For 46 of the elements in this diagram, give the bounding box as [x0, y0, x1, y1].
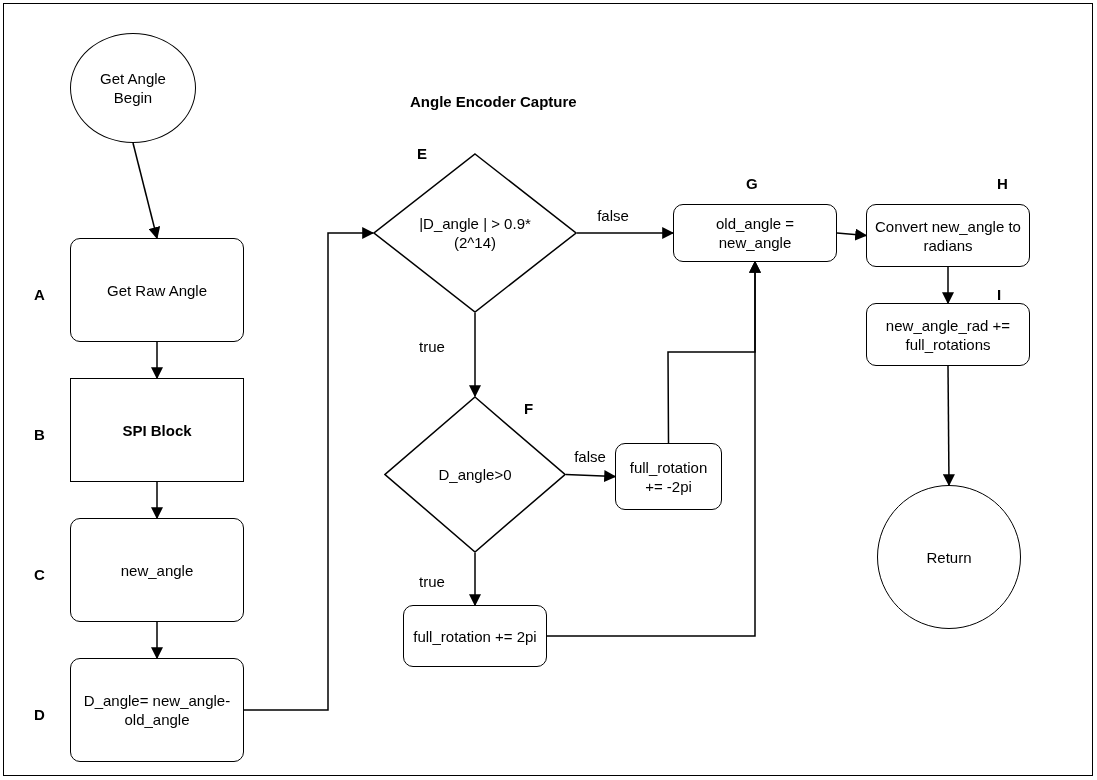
process-box: [866, 204, 1030, 267]
arrow: [469, 552, 481, 607]
step-letter: A: [34, 286, 45, 304]
arrow: [942, 266, 954, 305]
node-text: new_angle_rad += full_rotations: [884, 315, 1012, 354]
node-text: Convert new_angle to radians: [874, 216, 1022, 255]
step-letter: E: [417, 145, 427, 163]
step-letter: G: [746, 175, 758, 193]
process-box: [70, 378, 244, 482]
process-box: [673, 204, 837, 262]
step-letter: F: [524, 400, 534, 418]
process-box: [70, 658, 244, 762]
arrow: [151, 481, 163, 520]
step-letter: D: [34, 706, 45, 724]
step-letter: I: [997, 286, 1002, 304]
step-letter: B: [34, 426, 45, 444]
node-text: full_rotation += -2pi: [628, 457, 709, 496]
node-text: Get Raw Angle: [105, 280, 209, 300]
process-box: [70, 518, 244, 622]
process-box: [70, 238, 244, 342]
node-text: Get Angle Begin: [99, 69, 167, 107]
node-text: |D_angle | > 0.9*(2^14): [418, 214, 532, 252]
node-text: new_angle: [119, 560, 195, 580]
node-text: old_angle = new_angle: [715, 214, 795, 252]
arrow: [132, 142, 161, 240]
diagram-title: Angle Encoder Capture: [410, 92, 577, 112]
step-letter: H: [997, 175, 1008, 193]
arrow: [151, 341, 163, 380]
process-box: [615, 443, 722, 510]
arrow: [469, 312, 481, 398]
arrow: [243, 227, 375, 711]
node-text: SPI Block: [121, 420, 193, 440]
step-letter: C: [34, 566, 45, 584]
node-text: full_rotation += 2pi: [412, 626, 538, 646]
node-text: Return: [925, 547, 973, 567]
node-text: D_angle>0: [438, 465, 512, 484]
process-box: [403, 605, 547, 667]
node-text: D_angle= new_angle-old_angle: [82, 691, 232, 729]
arrow: [546, 260, 761, 637]
arrow: [836, 228, 868, 241]
arrow: [576, 227, 675, 239]
process-box: [866, 303, 1030, 366]
arrow: [151, 621, 163, 660]
decision-diamond: [384, 396, 566, 553]
arrow: [942, 365, 955, 487]
arrow: [565, 470, 617, 483]
